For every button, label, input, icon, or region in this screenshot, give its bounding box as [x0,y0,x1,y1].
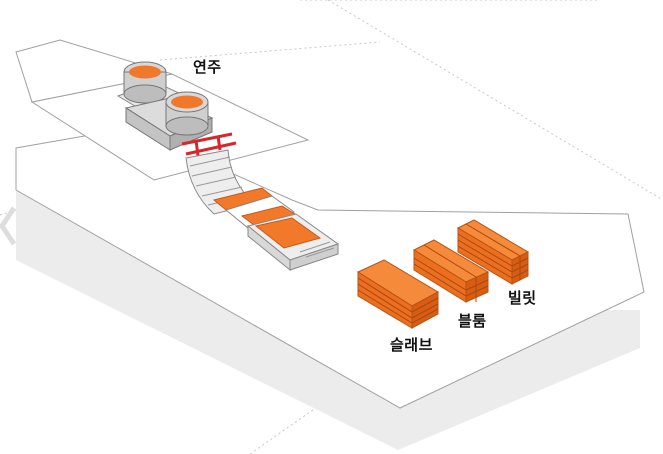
billet-block [456,219,530,285]
cast-strand [212,187,300,229]
mold-section [181,132,237,157]
left-arrow-icon [0,206,17,246]
ladle-front [165,91,209,136]
bloom-block [412,239,490,303]
label-continuous-casting: 연주 [193,58,222,76]
label-bloom: 블룸 [458,312,487,330]
label-slab: 슬래브 [390,336,433,354]
runout-table [246,213,340,272]
casting-deck-back [15,39,173,103]
label-billet: 빌릿 [508,289,537,307]
slab-block [356,259,440,329]
